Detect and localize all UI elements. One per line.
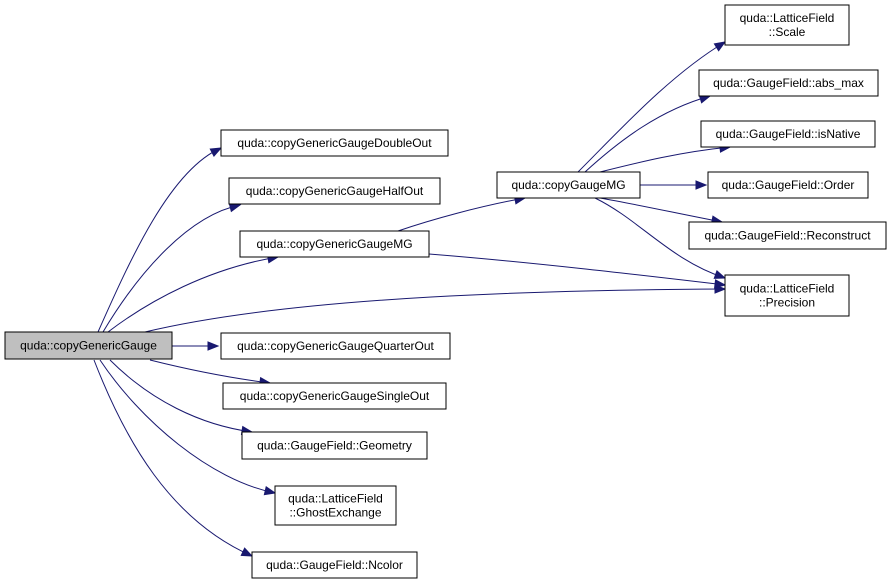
node-box [724,274,850,317]
node-label: quda::GaugeField::isNative [716,127,861,141]
edge-arrowhead [228,203,242,213]
edge-line [99,359,276,494]
node-box [724,4,850,46]
edge-root-to-gaugemg [107,254,280,333]
edge-root-to-singleout [149,359,272,387]
edge-gaugemg-to-precision [428,253,727,289]
edge-root-to-ncolor [93,359,254,557]
edge-copygaugemg-to-precision [594,197,727,279]
edge-arrowhead [207,341,220,351]
node-box [228,177,441,205]
node-gaugemg[interactable]: quda::copyGenericGaugeMG [239,230,430,258]
edge-line [428,253,726,286]
node-scale[interactable]: quda::LatticeField::Scale [724,4,850,46]
edge-line [102,204,241,333]
edge-root-to-doubleout [97,147,223,333]
edge-copygaugemg-to-isnative [599,143,732,173]
node-label: quda::LatticeField [740,11,835,25]
node-box [241,431,428,460]
node-label: ::Scale [769,25,806,39]
node-label: quda::GaugeField::Ncolor [266,558,403,572]
edge-copygaugemg-to-scale [577,41,727,173]
edge-root-to-ghostexchange [99,359,277,496]
node-label: quda::copyGaugeMG [511,178,625,192]
node-label: ::Precision [759,296,815,310]
node-box [688,221,887,250]
edge-line [149,359,271,384]
edge-root-to-precision [144,284,727,333]
node-label: quda::copyGenericGaugeHalfOut [246,184,424,198]
edge-line [599,197,723,223]
node-box [220,129,449,157]
edge-arrowhead [209,147,223,158]
node-box [496,171,641,199]
node-label: quda::copyGenericGaugeMG [256,237,412,251]
node-singleout[interactable]: quda::copyGenericGaugeSingleOut [222,382,447,410]
node-label: quda::GaugeField::Reconstruct [704,229,871,243]
edge-line [397,197,526,232]
node-box [4,331,173,360]
edge-arrowhead [714,279,727,289]
edges-layer [93,41,732,557]
edge-line [109,359,253,433]
node-label: quda::GaugeField::abs_max [713,76,864,90]
node-halfout[interactable]: quda::copyGenericGaugeHalfOut [228,177,441,205]
edge-root-to-quarterout [172,341,220,351]
node-box [251,551,418,579]
node-label: quda::copyGenericGauge [20,339,157,353]
node-box [222,382,447,410]
node-order[interactable]: quda::GaugeField::Order [707,171,869,199]
edge-root-to-halfout [102,203,242,333]
node-label: quda::copyGenericGaugeDoubleOut [237,136,432,150]
node-box [698,69,879,97]
edge-arrowhead [713,269,727,279]
node-label: quda::LatticeField [740,282,835,296]
edge-arrowhead [695,180,708,190]
edge-line [594,197,726,279]
edge-line [144,288,726,333]
node-isnative[interactable]: quda::GaugeField::isNative [700,120,876,148]
node-box [239,230,430,258]
edge-arrowhead [263,485,277,496]
nodes-layer: quda::copyGenericGaugequda::copyGenericG… [4,4,887,579]
node-geometry[interactable]: quda::GaugeField::Geometry [241,431,428,460]
node-ghostexchange[interactable]: quda::LatticeField::GhostExchange [274,485,397,526]
edge-line [93,359,253,557]
node-root[interactable]: quda::copyGenericGauge [4,331,173,360]
node-precision[interactable]: quda::LatticeField::Precision [724,274,850,317]
edge-arrowhead [240,547,254,557]
node-label: quda::LatticeField [288,492,383,506]
node-label: ::GhostExchange [289,506,381,520]
edge-line [107,256,279,333]
node-box [700,120,876,148]
edge-line [97,147,222,333]
edge-line [599,146,731,173]
edge-copygaugemg-to-order [640,180,708,190]
edge-line [584,95,711,173]
edge-arrowhead [713,41,727,52]
edge-line [577,41,726,173]
node-label: quda::copyGenericGaugeSingleOut [240,389,430,403]
node-label: quda::GaugeField::Order [722,178,855,192]
node-box [274,485,397,526]
node-doubleout[interactable]: quda::copyGenericGaugeDoubleOut [220,129,449,157]
node-box [707,171,869,199]
node-box [220,332,451,360]
node-label: quda::copyGenericGaugeQuarterOut [237,339,434,353]
edge-copygaugemg-to-reconstruct [599,197,724,225]
node-label: quda::GaugeField::Geometry [257,439,412,453]
node-copygaugemg[interactable]: quda::copyGaugeMG [496,171,641,199]
node-reconstruct[interactable]: quda::GaugeField::Reconstruct [688,221,887,250]
node-absmax[interactable]: quda::GaugeField::abs_max [698,69,879,97]
node-ncolor[interactable]: quda::GaugeField::Ncolor [251,551,418,579]
node-quarterout[interactable]: quda::copyGenericGaugeQuarterOut [220,332,451,360]
